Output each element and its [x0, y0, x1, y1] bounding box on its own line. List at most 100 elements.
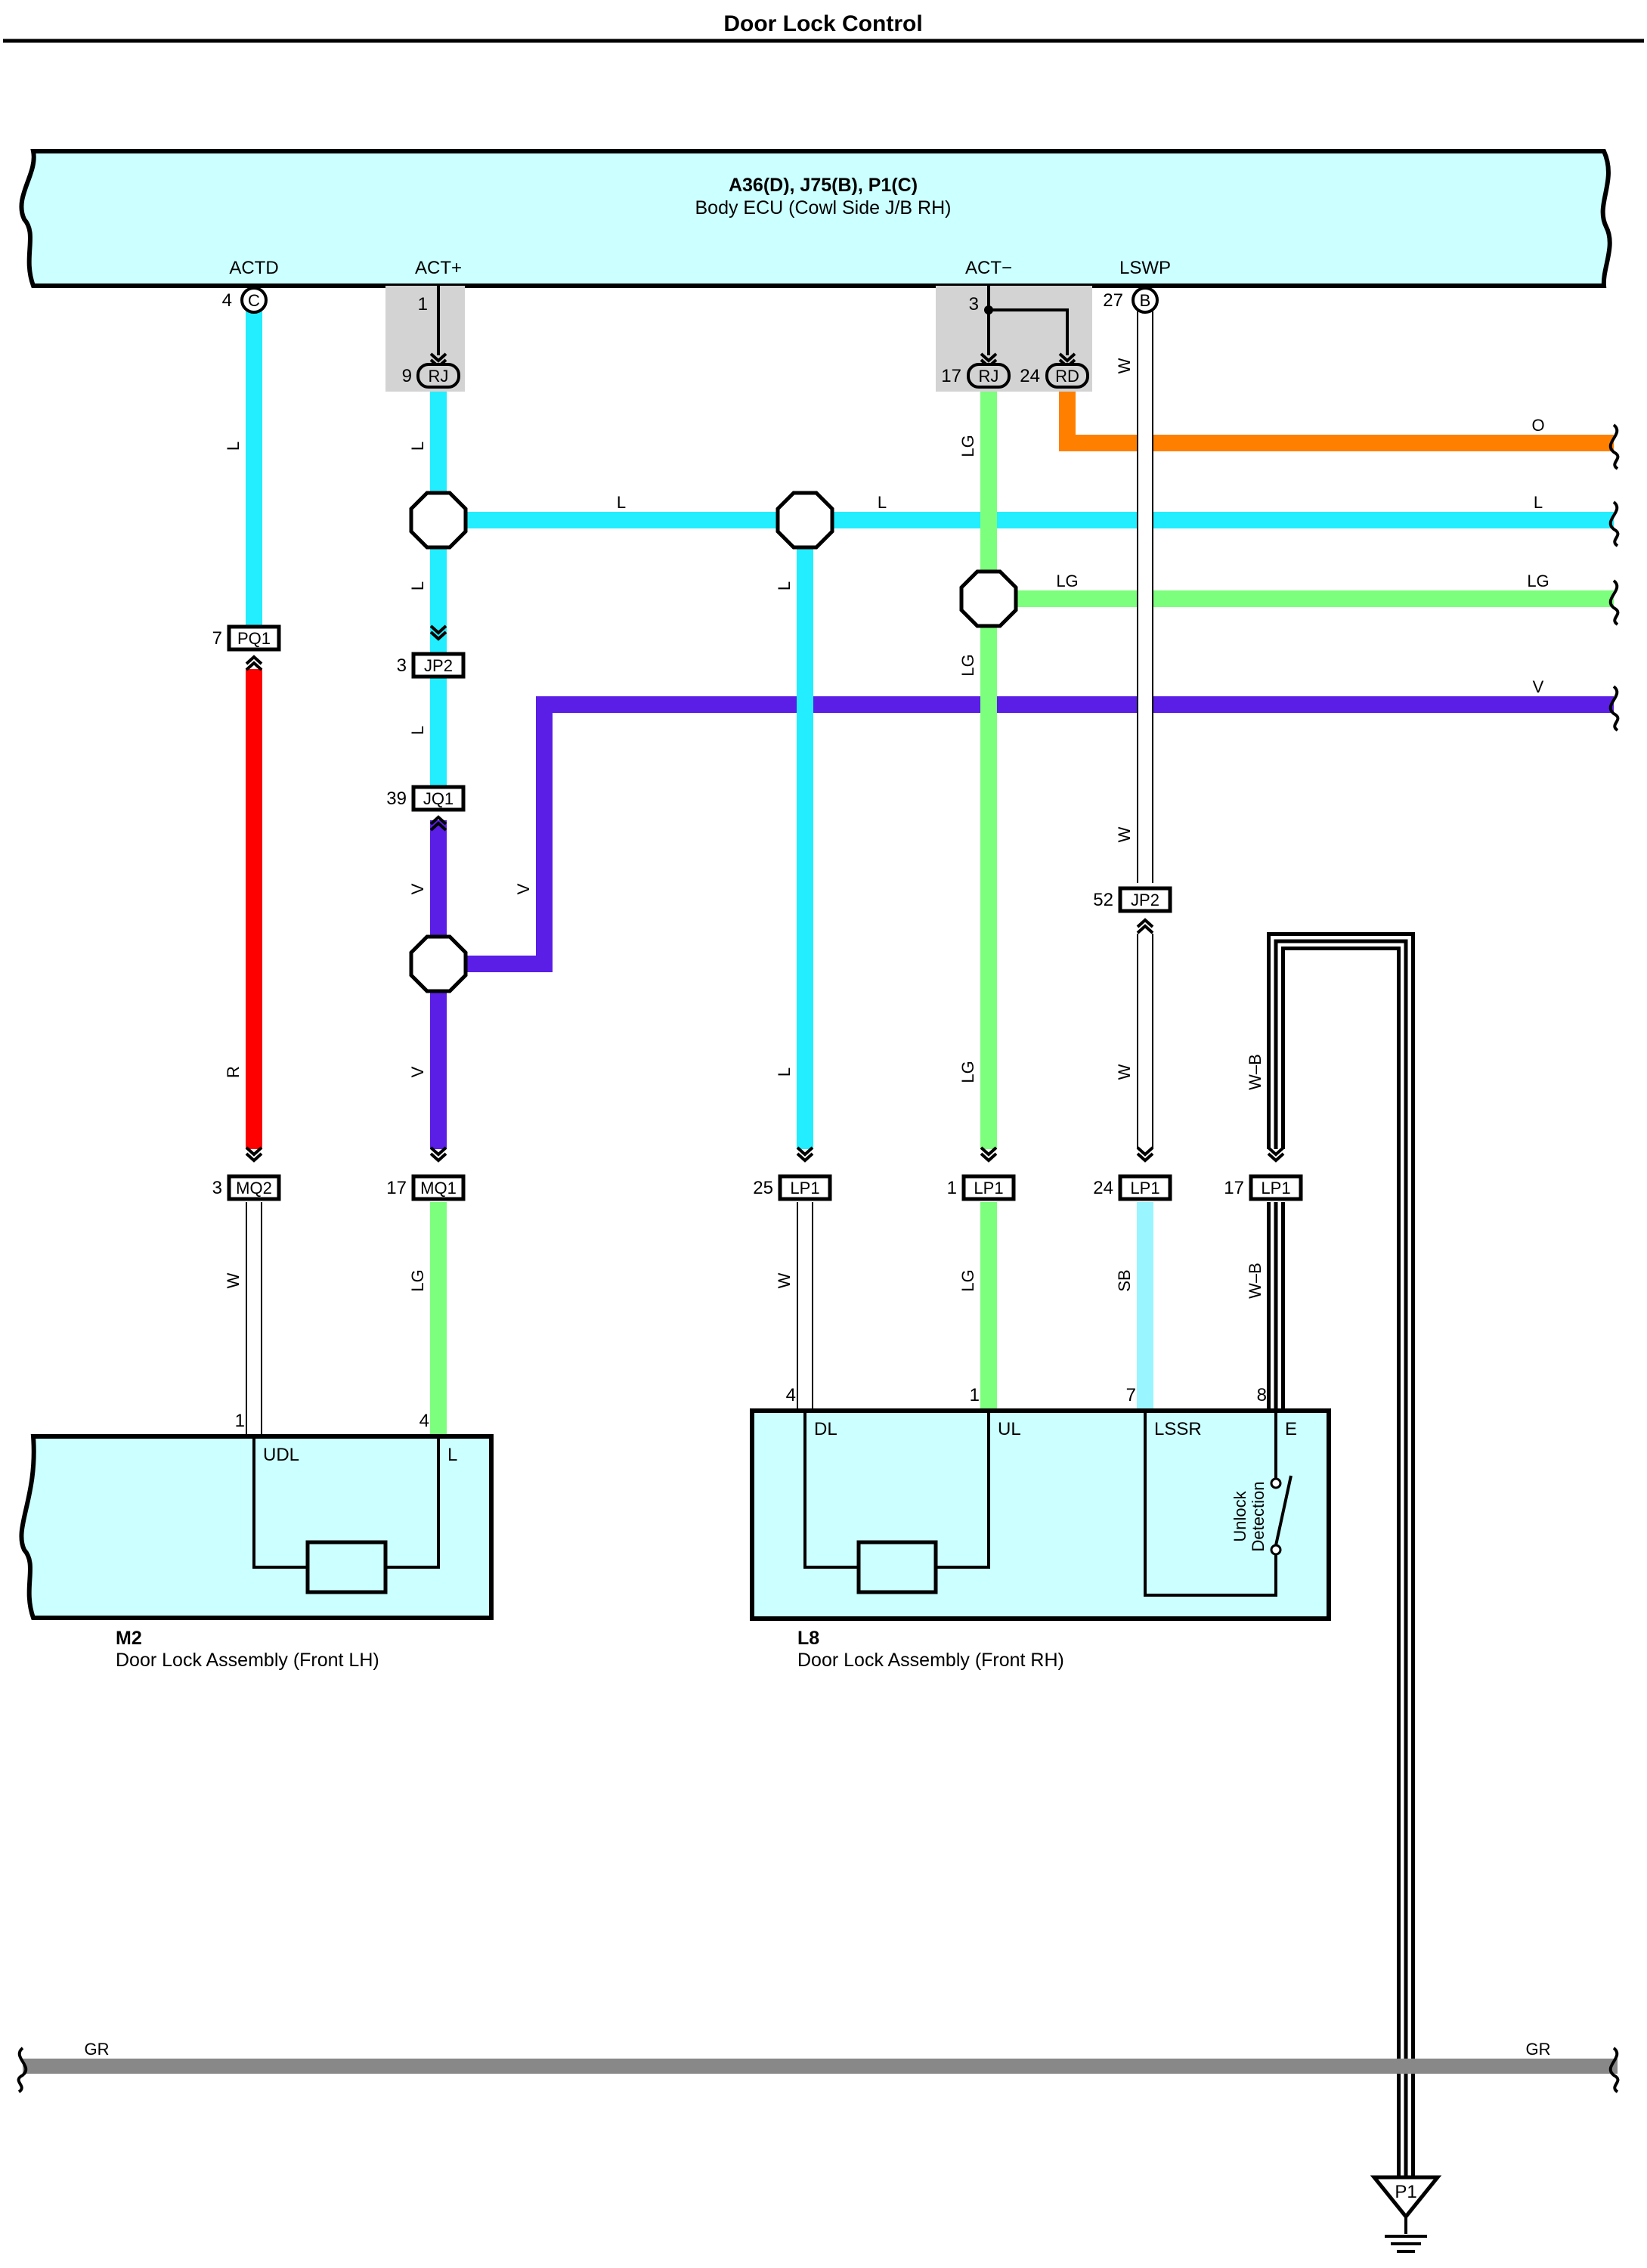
label-v-3: V	[408, 1066, 427, 1077]
junction-rd-num: 24	[1020, 366, 1040, 386]
label-lg-3: LG	[958, 1061, 977, 1083]
label-w-lp1a: W	[775, 1272, 794, 1288]
connector-lp1-d-num: 17	[1224, 1178, 1244, 1198]
connector-lp1-b: LP1 1	[947, 1146, 1016, 1201]
body-ecu: A36(D), J75(B), P1(C) Body ECU (Cowl Sid…	[19, 149, 1612, 288]
connector-mq1-num: 17	[386, 1178, 407, 1198]
connector-jp2-right-num: 52	[1093, 890, 1113, 910]
m2-pin-udl-num: 1	[235, 1411, 245, 1431]
page-title: Door Lock Control	[723, 11, 922, 36]
connector-jq1-num: 39	[386, 789, 407, 809]
ecu-name: Body ECU (Cowl Side J/B RH)	[695, 197, 952, 218]
junction-act-plus-pin: 1	[418, 294, 428, 314]
connector-jp2-left-label: JP2	[424, 656, 453, 675]
connector-mq1-label: MQ1	[420, 1179, 457, 1198]
ecu-pin-actminus-name: ACT−	[965, 258, 1012, 278]
label-gr-left: GR	[85, 2040, 110, 2059]
junction-act-plus: 1 RJ 9	[385, 286, 465, 392]
connector-lp1-a: LP1 25	[753, 1146, 832, 1201]
m2-motor	[305, 1540, 388, 1594]
m2-name: Door Lock Assembly (Front LH)	[116, 1650, 379, 1671]
label-l-actd: L	[224, 442, 243, 451]
ecu-terminal-lswp: 27 B	[1103, 287, 1159, 314]
label-sb: SB	[1115, 1269, 1134, 1291]
ecu-terminal-actd: 4 C	[222, 287, 268, 314]
ground-triangle	[1370, 2175, 1442, 2220]
label-lg-1: LG	[958, 435, 977, 457]
splice-actplus-l	[411, 493, 466, 547]
label-w-lswp-3: W	[1115, 1064, 1134, 1080]
connector-pq1-num: 7	[212, 628, 222, 649]
m2-box	[19, 1434, 494, 1620]
connector-mq2-num: 3	[212, 1178, 222, 1198]
label-o-right: O	[1531, 416, 1544, 435]
l8-pin-lssr-num: 7	[1126, 1385, 1136, 1405]
label-lg-right: LG	[1527, 572, 1549, 590]
connector-lp1-b-num: 1	[947, 1178, 957, 1198]
label-lg-2: LG	[958, 654, 977, 676]
connector-mq1: MQ1 17	[386, 1146, 466, 1201]
splice-l-mid	[778, 493, 832, 547]
m2-motor-circuit-2	[385, 1436, 440, 1569]
l8-switch-circuit	[1144, 1411, 1277, 1597]
l8-name: Door Lock Assembly (Front RH)	[797, 1650, 1064, 1671]
junction-rd-label: RD	[1055, 367, 1079, 386]
ecu-terminal-lswp-conn: B	[1140, 291, 1151, 310]
label-lg-h1: LG	[1056, 572, 1078, 590]
connector-jp2-right: JP2 52	[1093, 886, 1172, 934]
junction-act-minus: 3 RJ 17 RD 24	[936, 286, 1092, 392]
m2-pin-l-name: L	[447, 1445, 457, 1465]
connector-jq1: JQ1 39	[386, 785, 466, 832]
l8-id: L8	[797, 1628, 819, 1649]
ground-label: P1	[1395, 2182, 1416, 2202]
component-m2: 1 4 UDL L M2 Door Lock Assembly (Front L…	[19, 1411, 494, 1671]
connector-lp1-c-label: LP1	[1130, 1179, 1159, 1198]
label-lg-mq1: LG	[408, 1269, 427, 1291]
connector-lp1-d-label: LP1	[1261, 1179, 1290, 1198]
label-v-right: V	[1533, 677, 1544, 696]
label-v-2: V	[514, 883, 533, 894]
l8-switch-label-1: Unlock	[1231, 1490, 1249, 1541]
l8-box	[750, 1408, 1331, 1621]
label-w-lswp-2: W	[1115, 826, 1134, 842]
l8-pin-lssr-name: LSSR	[1154, 1419, 1202, 1439]
connector-jq1-label: JQ1	[423, 789, 454, 808]
ground-p1: P1	[1370, 2175, 1442, 2253]
connector-lp1-b-label: LP1	[974, 1179, 1003, 1198]
l8-pin-dl-name: DL	[814, 1419, 837, 1439]
l8-pin-ul-name: UL	[998, 1419, 1021, 1439]
ecu-box	[19, 149, 1612, 288]
l8-switch-blade	[1274, 1475, 1293, 1546]
connector-lp1-d: LP1 17	[1224, 1146, 1303, 1201]
connector-lp1-c: LP1 24	[1093, 1146, 1172, 1201]
m2-pin-l-num: 4	[419, 1411, 429, 1431]
connector-pq1: PQ1 7	[212, 624, 281, 671]
connector-jp2-left-num: 3	[397, 655, 407, 676]
l8-switch-contact-top	[1270, 1477, 1282, 1489]
m2-id: M2	[116, 1628, 142, 1649]
label-gr-right: GR	[1526, 2040, 1551, 2059]
connector-lp1-a-label: LP1	[790, 1179, 819, 1198]
connector-jp2-right-label: JP2	[1131, 891, 1159, 909]
wire-labels: O L L L LG LG V GR GR L R W L L L V V V …	[85, 358, 1551, 2059]
l8-pin-ul-num: 1	[970, 1385, 980, 1405]
junction-rj-right-num: 17	[941, 366, 961, 386]
wire-wb-stripe	[1274, 939, 1408, 2177]
l8-pin-e-name: E	[1285, 1419, 1297, 1439]
connector-pq1-label: PQ1	[237, 629, 271, 648]
label-v-1: V	[408, 883, 427, 894]
label-w-mq2: W	[224, 1272, 243, 1288]
label-wb-2: W–B	[1246, 1263, 1265, 1299]
connector-lp1-c-num: 24	[1093, 1178, 1113, 1198]
l8-motor-circuit-2	[936, 1411, 990, 1569]
ecu-terminal-lswp-num: 27	[1103, 290, 1123, 311]
connector-lp1-a-num: 25	[753, 1178, 773, 1198]
label-l-actplus-2: L	[408, 581, 427, 590]
label-l-h1: L	[617, 493, 626, 512]
component-l8: 4 1 7 8 DL UL LSSR E Unlock Detection L8…	[750, 1385, 1331, 1671]
ecu-terminal-actd-num: 4	[222, 290, 232, 311]
l8-switch-contact-bottom	[1270, 1544, 1282, 1556]
ecu-id: A36(D), J75(B), P1(C)	[729, 175, 918, 196]
splice-lg	[961, 572, 1016, 626]
